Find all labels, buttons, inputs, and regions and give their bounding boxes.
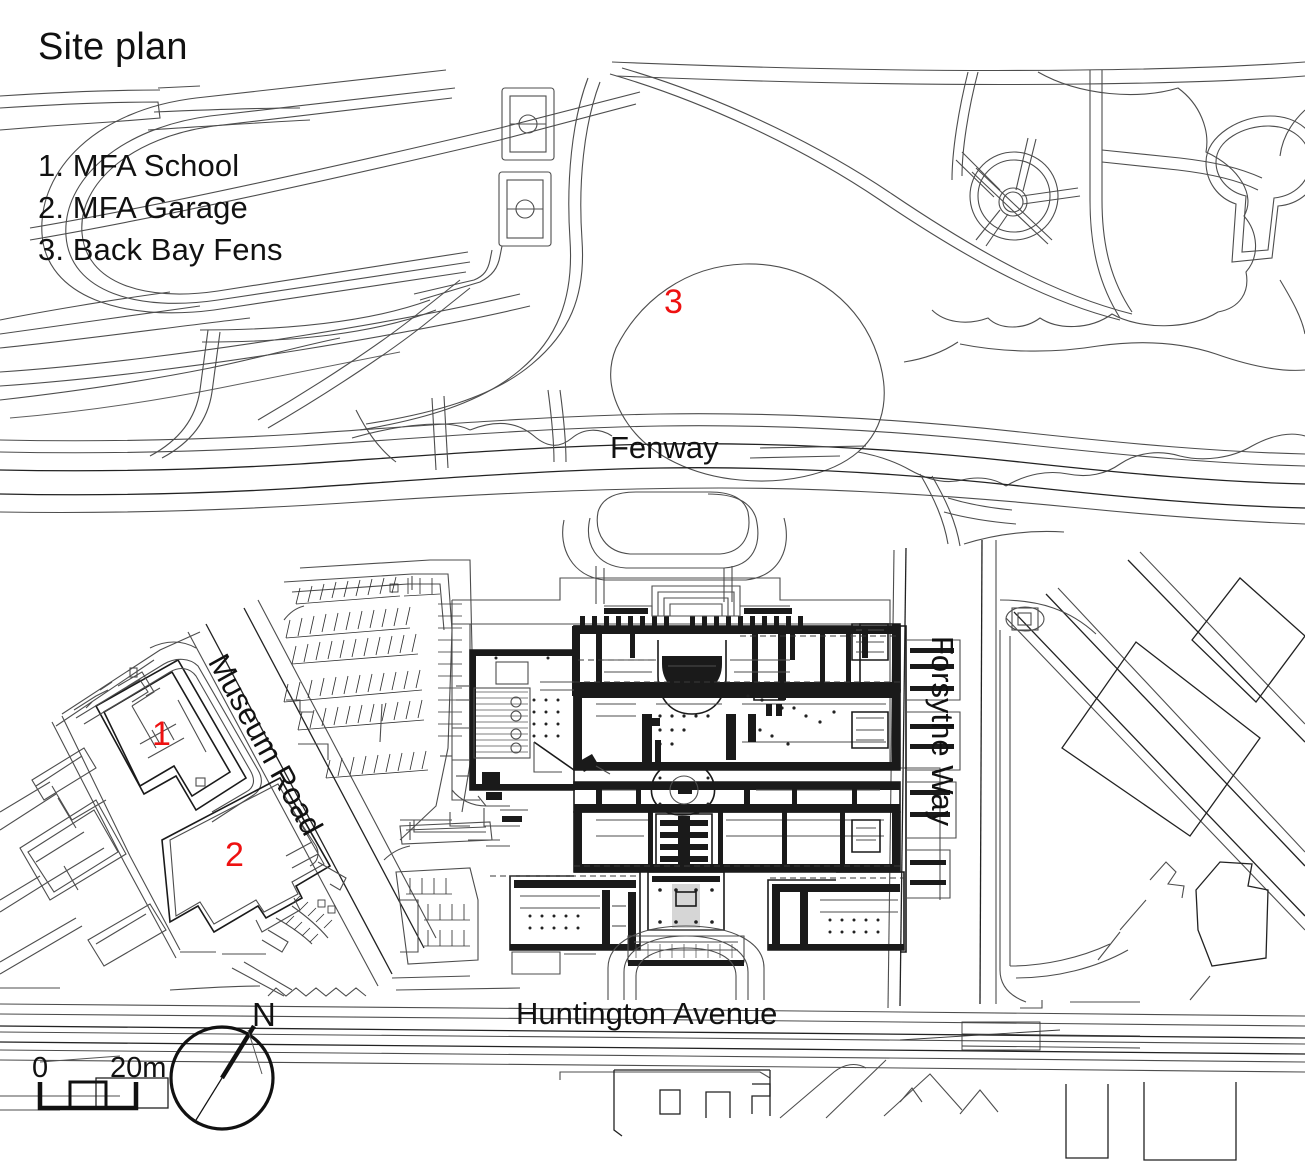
legend-item-3: 3. Back Bay Fens [38,232,283,267]
street-label-fenway: Fenway [610,430,719,465]
scale-bar-end-label: 20m [110,1052,167,1084]
mfa-school-building [73,658,248,812]
street-label-forsythe-way: Forsythe Way [925,636,960,827]
street-network [0,539,1305,1161]
park-roundabout [951,71,1081,247]
map-marker-2: 2 [225,836,244,874]
mfa-school-and-garage-block [0,631,367,1109]
kiosk [1005,606,1045,632]
scale-bar-graphic [37,1055,139,1111]
page-title: Site plan [38,26,188,68]
scale-bar-start-label: 0 [32,1052,49,1084]
legend-item-1: 1. MFA School [38,148,240,183]
north-arrow-label: N [252,996,276,1033]
park-courts [498,87,555,247]
mfa-garage-building [161,776,332,934]
north-arrow-graphic [169,1024,275,1131]
street-label-huntington-avenue: Huntington Avenue [516,996,778,1031]
legend-item-2: 2. MFA Garage [38,190,248,225]
map-marker-3: 3 [664,283,683,321]
mfa-museum-building-plan [400,491,961,1000]
garage-parking-stalls [285,895,336,943]
fenway-roadway [0,389,1305,547]
map-marker-1: 1 [152,715,171,753]
back-bay-fens-park [0,61,1305,487]
